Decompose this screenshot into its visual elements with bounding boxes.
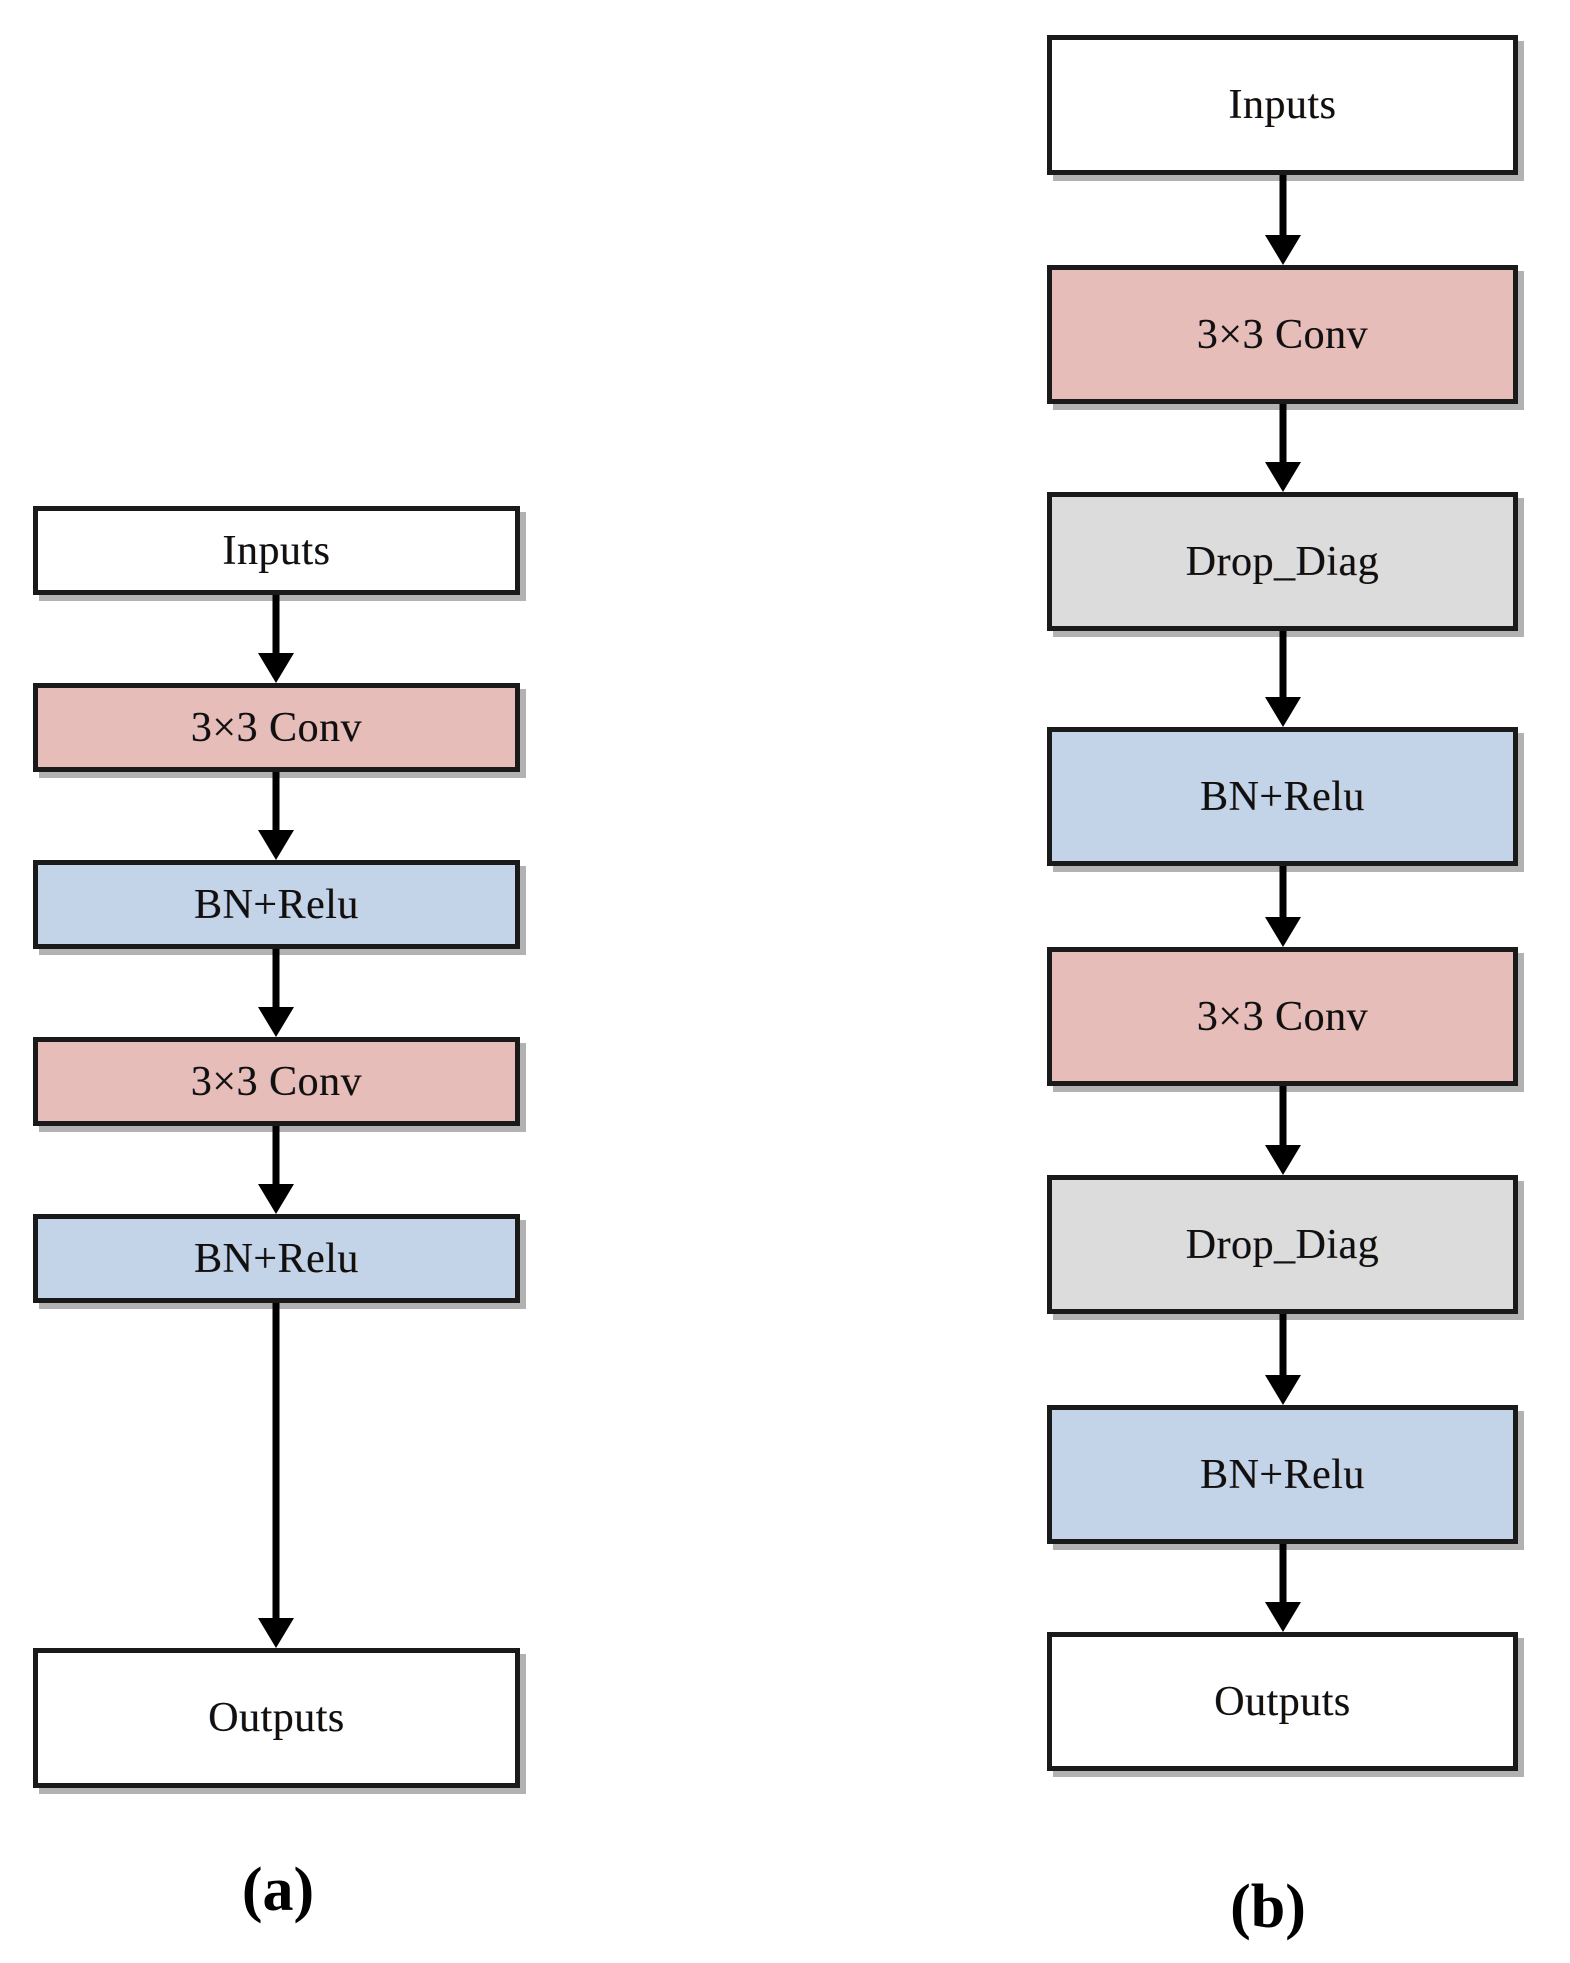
node-io: Outputs: [33, 1648, 520, 1788]
arrow-head-icon: [1265, 235, 1301, 265]
panel-caption: (b): [1230, 1873, 1306, 1941]
arrow-shaft: [272, 595, 280, 657]
arrow-head-icon: [258, 1618, 294, 1648]
node-conv: 3×3 Conv: [33, 683, 520, 772]
node-label: Drop_Diag: [1185, 1221, 1380, 1268]
node-io: Outputs: [1047, 1632, 1518, 1771]
node-conv: 3×3 Conv: [1047, 947, 1518, 1086]
node-conv: 3×3 Conv: [33, 1037, 520, 1126]
arrow-head-icon: [1265, 697, 1301, 727]
arrow-head-icon: [258, 1007, 294, 1037]
node-io: Inputs: [33, 506, 520, 595]
node-dropdiag: Drop_Diag: [1047, 1175, 1518, 1314]
arrow-shaft: [1279, 404, 1287, 466]
node-label: Inputs: [222, 527, 331, 574]
arrow-shaft: [272, 1303, 280, 1622]
node-label: 3×3 Conv: [190, 704, 363, 751]
node-bnrelu: BN+Relu: [1047, 727, 1518, 866]
arrow-head-icon: [258, 830, 294, 860]
node-conv: 3×3 Conv: [1047, 265, 1518, 404]
arrow-shaft: [272, 1126, 280, 1188]
node-bnrelu: BN+Relu: [33, 1214, 520, 1303]
arrow-shaft: [1279, 866, 1287, 921]
node-label: BN+Relu: [1200, 1451, 1365, 1498]
arrow-shaft: [272, 949, 280, 1011]
arrow-head-icon: [258, 653, 294, 683]
arrow-shaft: [1279, 1086, 1287, 1149]
node-label: BN+Relu: [1200, 773, 1365, 820]
node-bnrelu: BN+Relu: [1047, 1405, 1518, 1544]
node-label: 3×3 Conv: [1196, 993, 1369, 1040]
arrow-head-icon: [1265, 462, 1301, 492]
arrow-head-icon: [1265, 1602, 1301, 1632]
node-io: Inputs: [1047, 35, 1518, 175]
node-label: 3×3 Conv: [190, 1058, 363, 1105]
node-label: Inputs: [1228, 82, 1337, 128]
arrow-head-icon: [258, 1184, 294, 1214]
node-bnrelu: BN+Relu: [33, 860, 520, 949]
arrow-head-icon: [1265, 1145, 1301, 1175]
node-label: BN+Relu: [194, 1235, 359, 1282]
node-label: Outputs: [1214, 1678, 1351, 1725]
arrow-shaft: [1279, 175, 1287, 239]
node-label: 3×3 Conv: [1196, 311, 1369, 358]
arrow-shaft: [1279, 1544, 1287, 1606]
panel-caption: (a): [241, 1856, 315, 1924]
arrow-head-icon: [1265, 917, 1301, 947]
node-label: Drop_Diag: [1185, 538, 1380, 585]
node-label: Outputs: [208, 1695, 345, 1741]
arrow-shaft: [272, 772, 280, 834]
arrow-shaft: [1279, 1314, 1287, 1379]
node-label: BN+Relu: [194, 881, 359, 928]
arrow-shaft: [1279, 631, 1287, 701]
arrow-head-icon: [1265, 1375, 1301, 1405]
node-dropdiag: Drop_Diag: [1047, 492, 1518, 631]
